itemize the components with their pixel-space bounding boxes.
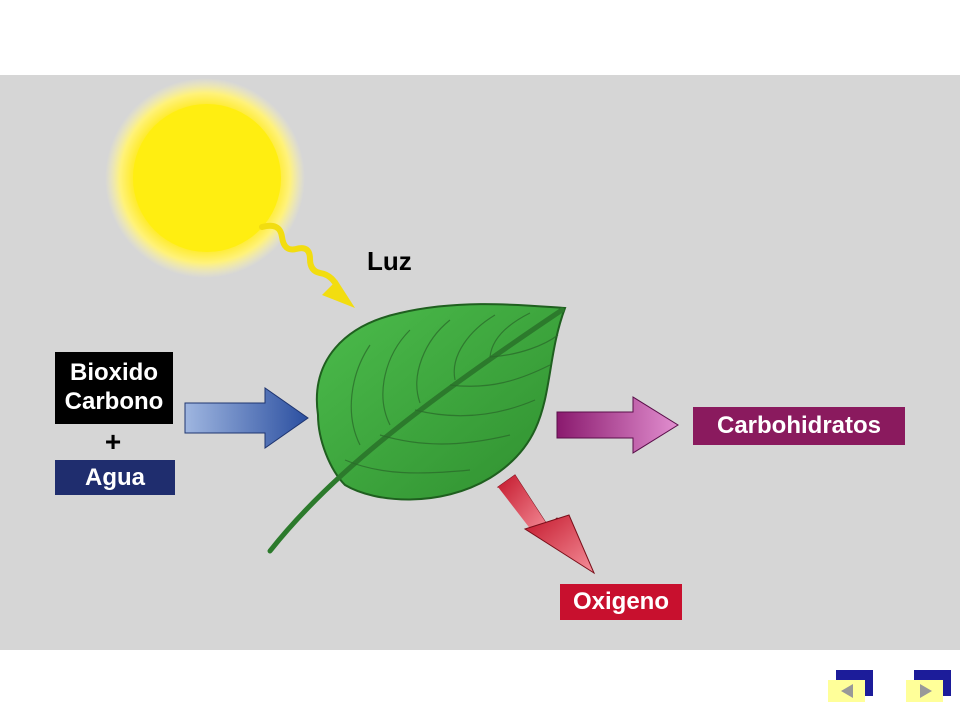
photosynthesis-diagram: Luz Bioxido Carbono + Agua Carbohidratos… [0, 75, 960, 650]
leaf-icon [267, 303, 567, 554]
triangle-left-icon [841, 684, 853, 698]
input-arrow [184, 387, 309, 449]
water-label: Agua [55, 460, 175, 495]
next-slide-button[interactable] [906, 670, 951, 702]
carbohydrates-label: Carbohidratos [693, 407, 905, 445]
carbon-dioxide-line2: Carbono [64, 388, 164, 415]
diagram-graphics [105, 78, 679, 575]
light-ray-arrow [259, 222, 355, 308]
carbon-dioxide-label: Bioxido Carbono [55, 352, 173, 424]
oxygen-label: Oxigeno [560, 584, 682, 620]
previous-slide-button[interactable] [828, 670, 873, 702]
plus-sign: + [104, 426, 122, 457]
oxygen-arrow [496, 474, 596, 575]
triangle-right-icon [920, 684, 932, 698]
carbon-dioxide-line1: Bioxido [70, 359, 158, 386]
light-label: Luz [367, 246, 412, 276]
carbohydrates-arrow [556, 396, 679, 454]
sun-icon [105, 78, 305, 278]
